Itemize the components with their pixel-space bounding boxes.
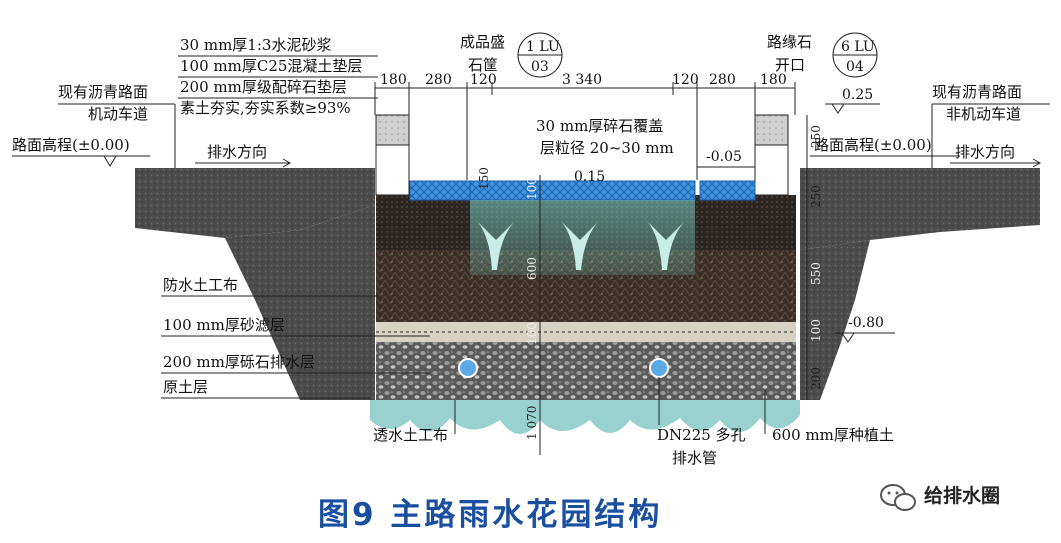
left-curb (375, 144, 410, 196)
vdim-center-100: 100 (525, 177, 539, 200)
dim-280-left: 280 (425, 72, 452, 88)
vdim-center-150: 150 (477, 167, 491, 190)
label-gravel-cover-1: 30 mm厚碎石覆盖 (536, 117, 663, 135)
label-right-road-2: 非机动车道 (946, 105, 1021, 123)
label-level-inlet: -0.05 (706, 149, 742, 165)
label-pipe-2: 排水管 (672, 449, 717, 467)
left-asphalt (135, 168, 375, 238)
right-native-soil (800, 240, 870, 400)
gravel-drain-layer (376, 342, 796, 400)
label-native: 原土层 (163, 378, 208, 396)
label-curb-1: 路缘石 (767, 33, 812, 51)
label-drain-dir-left: 排水方向 (207, 143, 267, 161)
right-curb-cap (754, 114, 789, 146)
vdim-center-600: 600 (525, 257, 539, 280)
left-curb-cap (375, 114, 410, 146)
dim-280-right: 280 (709, 72, 736, 88)
bottom-water (370, 400, 800, 434)
label-sand: 100 mm厚砂滤层 (163, 316, 285, 334)
callout-left-top: 1 LU (526, 39, 560, 55)
infiltration-arrow-3 (648, 222, 684, 270)
infiltration-arrow-2 (562, 222, 598, 270)
label-left-road-2: 机动车道 (88, 105, 148, 123)
label-right-road-1: 现有沥青路面 (932, 83, 1022, 101)
dim-180-left: 180 (380, 72, 407, 88)
label-mortar: 30 mm厚1:3水泥砂浆 (180, 36, 331, 54)
dim-120-right: 120 (672, 72, 699, 88)
label-compaction: 素土夯实,夯实系数≥93% (180, 99, 351, 117)
infiltration-arrow-1 (478, 222, 514, 270)
vdim-right-100: 100 (809, 319, 823, 342)
gabion-left (409, 180, 471, 201)
label-concrete: 100 mm厚C25混凝土垫层 (180, 57, 362, 75)
label-level-bottom: -0.80 (848, 315, 884, 331)
label-drain-dir-right: 排水方向 (955, 143, 1015, 161)
vdim-center-100b: 100 (525, 322, 539, 345)
label-permeable: 透水土工布 (373, 426, 448, 444)
right-asphalt (800, 168, 1040, 250)
label-level-pond: 0.15 (574, 169, 605, 185)
label-gravel-cover-2: 层粒径 20~30 mm (540, 139, 674, 157)
right-curb (754, 144, 789, 196)
label-pipe-1: DN225 多孔 (657, 426, 746, 444)
drain-pipe-left (458, 358, 478, 378)
dim-3340: 3 340 (562, 72, 602, 88)
label-soil: 600 mm厚种植土 (772, 426, 894, 444)
left-native-soil (225, 205, 375, 400)
label-gabion-2: 石筐 (468, 56, 498, 74)
drain-pipe-right (649, 358, 669, 378)
label-curb-2: 开口 (775, 56, 805, 74)
label-road-elev-left: 路面高程(±0.00) (12, 136, 130, 154)
label-road-elev-right: 路面高程(±0.00) (814, 136, 932, 154)
label-gravel-base: 200 mm厚级配碎石垫层 (180, 78, 347, 96)
label-waterproof: 防水土工布 (163, 276, 238, 294)
callout-left-bottom: 03 (531, 59, 549, 75)
label-drain-layer: 200 mm厚砾石排水层 (163, 353, 315, 371)
dim-180-right: 180 (760, 72, 787, 88)
dim-120-left: 120 (470, 72, 497, 88)
watermark-text: 给排水圈 (924, 484, 1000, 507)
vdim-right-250b: 250 (809, 185, 823, 208)
label-gabion-1: 成品盛 (460, 33, 505, 51)
label-level-curb-top: 0.25 (842, 87, 873, 103)
figure-caption: 图9 主路雨水花园结构 (318, 497, 662, 533)
callout-right-bottom: 04 (846, 59, 864, 75)
vdim-right-250a: 250 (809, 125, 823, 148)
label-left-road-1: 现有沥青路面 (58, 83, 148, 101)
vdim-center-1070: 1 070 (525, 406, 539, 440)
gabion-right (699, 180, 756, 201)
vdim-right-200: 200 (809, 367, 823, 390)
wechat-icon (880, 484, 916, 511)
vdim-right-550: 550 (809, 262, 823, 285)
callout-right-top: 6 LU (841, 39, 875, 55)
dim-ticks (374, 82, 796, 180)
